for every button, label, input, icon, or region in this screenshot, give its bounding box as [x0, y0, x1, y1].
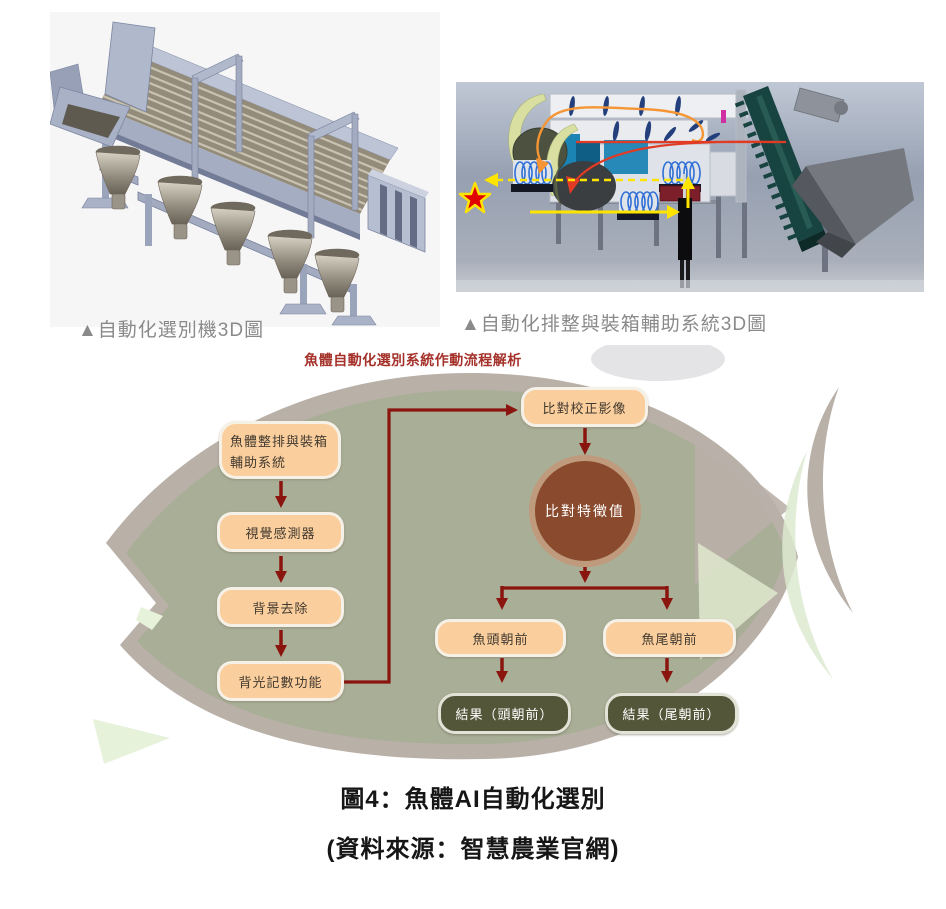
node-tail-first: 魚尾朝前	[603, 619, 736, 657]
node-step1-label: 魚體整排與裝箱輔助系統	[230, 434, 329, 471]
node-head-first: 魚頭朝前	[435, 619, 566, 657]
figure-sorter-3d	[50, 12, 440, 327]
boxing-system-illustration	[456, 82, 924, 292]
sensor-marker	[721, 110, 726, 123]
node-head-first-label: 魚頭朝前	[472, 631, 529, 647]
node-compare-image: 比對校正影像	[521, 387, 648, 427]
figure-source: (資料來源：智慧農業官網)	[326, 836, 620, 863]
node-step4-label: 背光記數功能	[238, 674, 323, 690]
node-result-head: 結果（頭朝前）	[438, 693, 571, 734]
conveyor-motor	[793, 87, 848, 123]
flowchart-connectors	[275, 404, 673, 684]
floor-strip	[456, 280, 924, 292]
inlet-hopper	[50, 21, 156, 148]
caption-left-figure: ▲自動化選別機3D圖	[78, 320, 265, 341]
node-step2-label: 視覺感測器	[245, 525, 316, 541]
flow-path-orange	[536, 106, 705, 174]
caption-right-figure: ▲自動化排整與裝箱輔助系統3D圖	[461, 314, 768, 335]
node-feature-value-label: 比對特徵值	[545, 503, 625, 519]
star-icon	[458, 181, 492, 214]
figure-title: 圖4：魚體AI自動化選別	[340, 786, 606, 813]
node-result-tail-label: 結果（尾朝前）	[622, 707, 721, 722]
figure-boxing-3d	[456, 82, 924, 292]
machine-trough	[98, 39, 399, 240]
node-step3-label: 背景去除	[252, 600, 309, 616]
node-result-tail: 結果（尾朝前）	[605, 693, 738, 734]
node-result-head-label: 結果（頭朝前）	[455, 707, 554, 722]
rotary-drum-2	[546, 123, 616, 211]
node-feature-value: 比對特徵值	[529, 455, 641, 567]
node-step1: 魚體整排與裝箱輔助系統	[219, 421, 341, 479]
node-tail-first-label: 魚尾朝前	[641, 631, 698, 647]
node-step2: 視覺感測器	[217, 512, 344, 552]
node-compare-image-label: 比對校正影像	[542, 400, 627, 416]
node-step3: 背景去除	[217, 587, 344, 627]
gantry-frames	[191, 53, 360, 239]
cleated-conveyor	[734, 86, 828, 252]
discharge-funnels	[95, 145, 360, 313]
flowchart-title: 魚體自動化選別系統作動流程解析	[304, 352, 522, 368]
sorter-machine-illustration	[50, 12, 440, 327]
fish-silhouettes	[569, 96, 721, 142]
flow-arrows-yellow	[484, 173, 695, 219]
feed-hopper	[792, 148, 914, 258]
end-partitions	[367, 169, 429, 253]
node-step4: 背光記數功能	[217, 661, 344, 701]
flow-path-red	[566, 140, 786, 194]
